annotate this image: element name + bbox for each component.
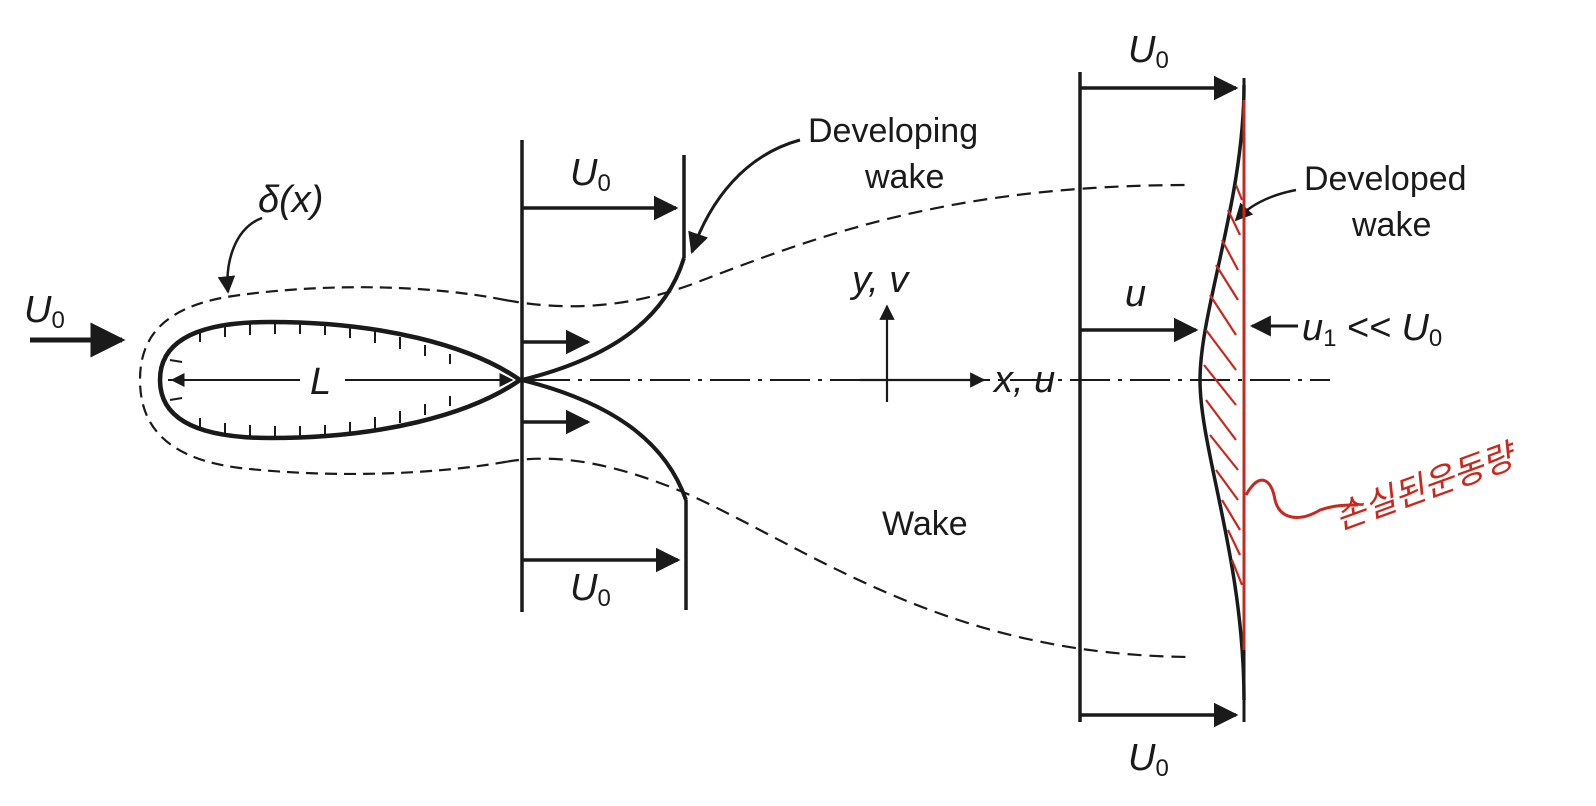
local-velocity-label: u: [1125, 273, 1146, 315]
mid-top-velocity-label: U0: [570, 152, 611, 197]
developed-profile: [1198, 84, 1246, 701]
handwritten-note: 손실된운동량: [1329, 435, 1523, 538]
wake-label: Wake: [882, 505, 968, 543]
developed-wake-label-1: Developed: [1304, 160, 1467, 198]
inlet-velocity-label: U0: [24, 289, 65, 334]
delta-leader: [217, 216, 263, 294]
developing-profile-lower: [521, 378, 688, 501]
developing-profile-upper: [521, 257, 686, 382]
mid-bottom-velocity-label: U0: [570, 567, 611, 612]
wake-edge-lower: [504, 457, 1191, 659]
x-axis-label: x, u: [992, 359, 1055, 401]
developing-wake-leader: [688, 138, 801, 254]
length-label: L: [310, 361, 331, 403]
delta-label: δ(x): [258, 179, 323, 221]
body-outline: [157, 319, 524, 441]
red-annotation-squiggle: [1244, 478, 1359, 519]
red-hatching: [1203, 184, 1244, 586]
developing-wake-label-1: Developing: [808, 112, 978, 150]
wake-edge-upper: [504, 183, 1191, 308]
boundary-layer-edge: [138, 286, 506, 476]
y-axis-label: y, v: [849, 259, 910, 301]
developing-wake-label-2: wake: [864, 158, 944, 196]
developed-wake-leader: [1234, 188, 1297, 222]
deficit-label: u1<< U0: [1302, 307, 1442, 352]
right-bottom-velocity-label: U0: [1128, 737, 1169, 782]
right-top-velocity-label: U0: [1128, 29, 1169, 74]
developed-wake-label-2: wake: [1351, 206, 1431, 244]
